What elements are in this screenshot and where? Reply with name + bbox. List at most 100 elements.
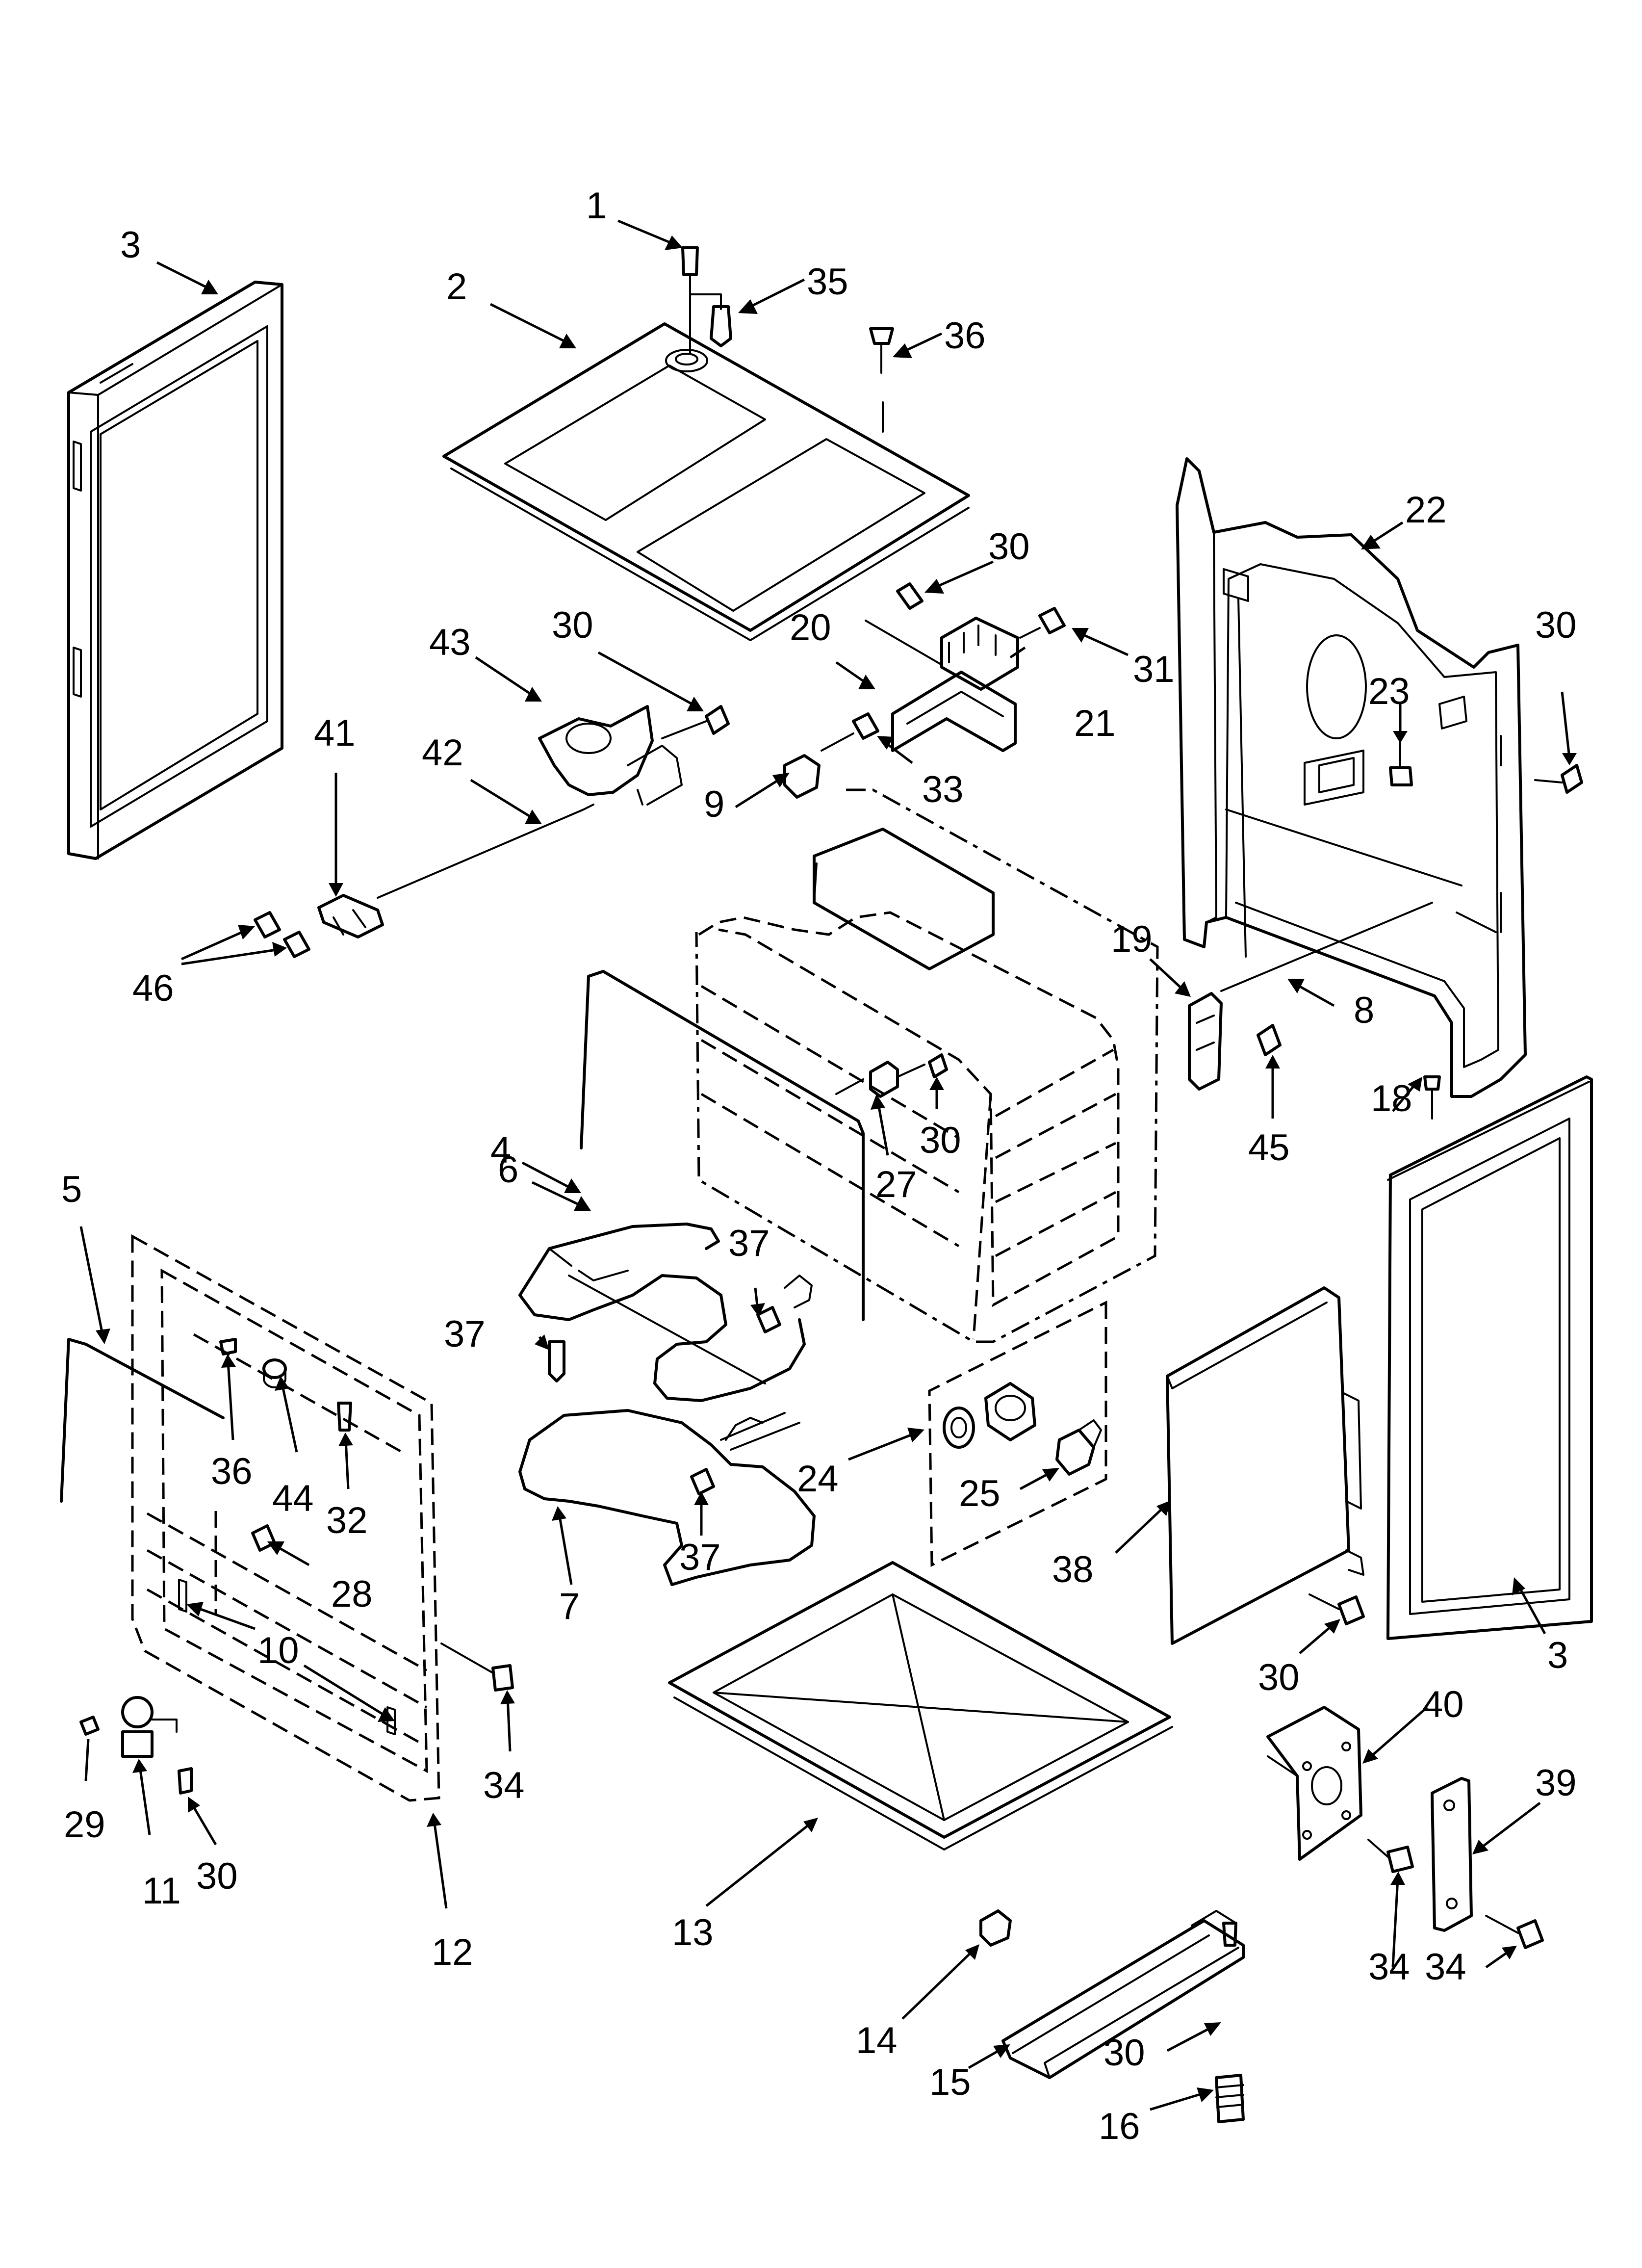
- oven-cavity: [695, 788, 1159, 1343]
- screw-32: [337, 1402, 352, 1432]
- part-bracket-20: [891, 671, 1017, 752]
- screws-46: [254, 911, 310, 958]
- callout-37-b: 37: [728, 1223, 770, 1264]
- screw-34-bracket: [1367, 1839, 1414, 1873]
- callout-14: 14: [856, 2020, 898, 2061]
- part-clip-9: [783, 754, 821, 799]
- callout-46: 46: [132, 967, 174, 1009]
- callout-30-panel: 30: [1258, 1657, 1300, 1698]
- callout-22: 22: [1405, 489, 1447, 531]
- part-rear-panel: [1176, 457, 1527, 1098]
- callout-labels: 1 2 3 35 36 22 30 30 30 43 20 31 21 23 4…: [61, 185, 1577, 2147]
- callout-36-door: 36: [211, 1451, 253, 1492]
- screw-1: [681, 246, 722, 354]
- callout-30-right: 30: [1535, 604, 1577, 646]
- part-bracket-41: [317, 894, 384, 938]
- callout-6: 6: [498, 1149, 518, 1191]
- screw-18: [1423, 1075, 1441, 1120]
- screw-36-top: [869, 327, 894, 433]
- callout-23: 23: [1368, 671, 1410, 712]
- screw-34-door: [440, 1642, 514, 1692]
- callout-16: 16: [1099, 2106, 1140, 2147]
- screw-45: [1257, 1024, 1282, 1056]
- callout-43: 43: [429, 622, 471, 663]
- callout-37-c: 37: [679, 1537, 721, 1578]
- part-capillary-42: [377, 804, 594, 899]
- callout-35: 35: [807, 261, 848, 303]
- callout-10: 10: [257, 1630, 299, 1671]
- part-side-panel-right: [1386, 1075, 1593, 1640]
- callout-30-thermostat: 30: [552, 604, 593, 646]
- part-bake-element-7: [518, 1409, 816, 1586]
- screw-31: [1019, 607, 1066, 639]
- callout-12: 12: [432, 1931, 473, 1973]
- callout-30-top: 30: [988, 526, 1030, 568]
- callout-44: 44: [272, 1478, 314, 1519]
- callout-34-bracket: 34: [1368, 1946, 1410, 1988]
- screw-30-thermostat: [661, 705, 730, 739]
- callout-33: 33: [922, 769, 964, 810]
- callout-1: 1: [586, 185, 607, 227]
- callout-4: 4: [490, 1129, 511, 1171]
- part-panel-38: [1166, 1286, 1364, 1645]
- callout-29: 29: [64, 1804, 105, 1846]
- callout-28: 28: [331, 1573, 373, 1615]
- callout-25: 25: [959, 1473, 1001, 1514]
- callout-34-right: 34: [1425, 1946, 1466, 1988]
- part-gasket-4: [580, 970, 865, 1321]
- callout-39: 39: [1535, 1762, 1577, 1804]
- callout-3-left: 3: [120, 224, 141, 266]
- callout-45: 45: [1248, 1127, 1290, 1169]
- screw-34-right: [1485, 1915, 1544, 1949]
- part-gasket-5: [60, 1338, 225, 1503]
- callout-37-a: 37: [444, 1313, 486, 1355]
- callout-36-top: 36: [944, 315, 986, 357]
- callout-9: 9: [704, 783, 724, 825]
- screw-37-b: [756, 1306, 781, 1333]
- callout-5: 5: [61, 1169, 82, 1210]
- callout-20: 20: [790, 607, 831, 649]
- part-top-panel: [442, 322, 970, 641]
- callout-3-right: 3: [1547, 1635, 1568, 1676]
- callout-18: 18: [1371, 1078, 1412, 1120]
- callout-19: 19: [1111, 918, 1153, 960]
- part-bracket-40: [1266, 1706, 1362, 1861]
- callout-30-leveler: 30: [196, 1855, 238, 1897]
- callout-40: 40: [1422, 1684, 1464, 1725]
- callout-2: 2: [446, 266, 467, 308]
- callout-21: 21: [1074, 703, 1116, 744]
- part-bracket-39: [1431, 1777, 1473, 1932]
- callout-27: 27: [875, 1164, 917, 1205]
- part-clip-14: [979, 1909, 1012, 1947]
- screw-30-rail: [1222, 1922, 1237, 1947]
- screw-35: [710, 305, 732, 347]
- part-bottom-panel-13: [668, 1561, 1173, 1851]
- screw-37-c: [690, 1468, 715, 1495]
- light-assembly: [928, 1300, 1107, 1567]
- screw-33: [821, 712, 879, 752]
- callout-13: 13: [672, 1912, 714, 1954]
- callout-38: 38: [1052, 1549, 1094, 1590]
- callout-11: 11: [142, 1870, 181, 1912]
- part-door-12: [131, 1234, 440, 1802]
- callout-42: 42: [422, 732, 463, 774]
- callout-7: 7: [559, 1586, 580, 1627]
- callout-32: 32: [326, 1500, 368, 1541]
- callout-15: 15: [929, 2061, 971, 2103]
- part-foot-16: [1215, 2074, 1245, 2123]
- part-terminal-block-21: [940, 617, 1019, 691]
- callout-8: 8: [1354, 990, 1374, 1031]
- screw-30-right: [1534, 764, 1583, 794]
- screw-30-leveler: [178, 1767, 193, 1795]
- callout-leaders: [79, 219, 1577, 2111]
- part-bracket-19: [1188, 902, 1433, 1091]
- part-leveler-11: [121, 1696, 178, 1758]
- screw-30-connector: [928, 1053, 948, 1078]
- callout-41: 41: [314, 712, 356, 754]
- screw-29: [79, 1716, 100, 1736]
- screw-30-panel: [1308, 1593, 1365, 1625]
- part-connector-27: [835, 1061, 925, 1098]
- part-broil-element-6: [518, 1223, 813, 1402]
- part-rail-15: [1001, 1910, 1245, 2079]
